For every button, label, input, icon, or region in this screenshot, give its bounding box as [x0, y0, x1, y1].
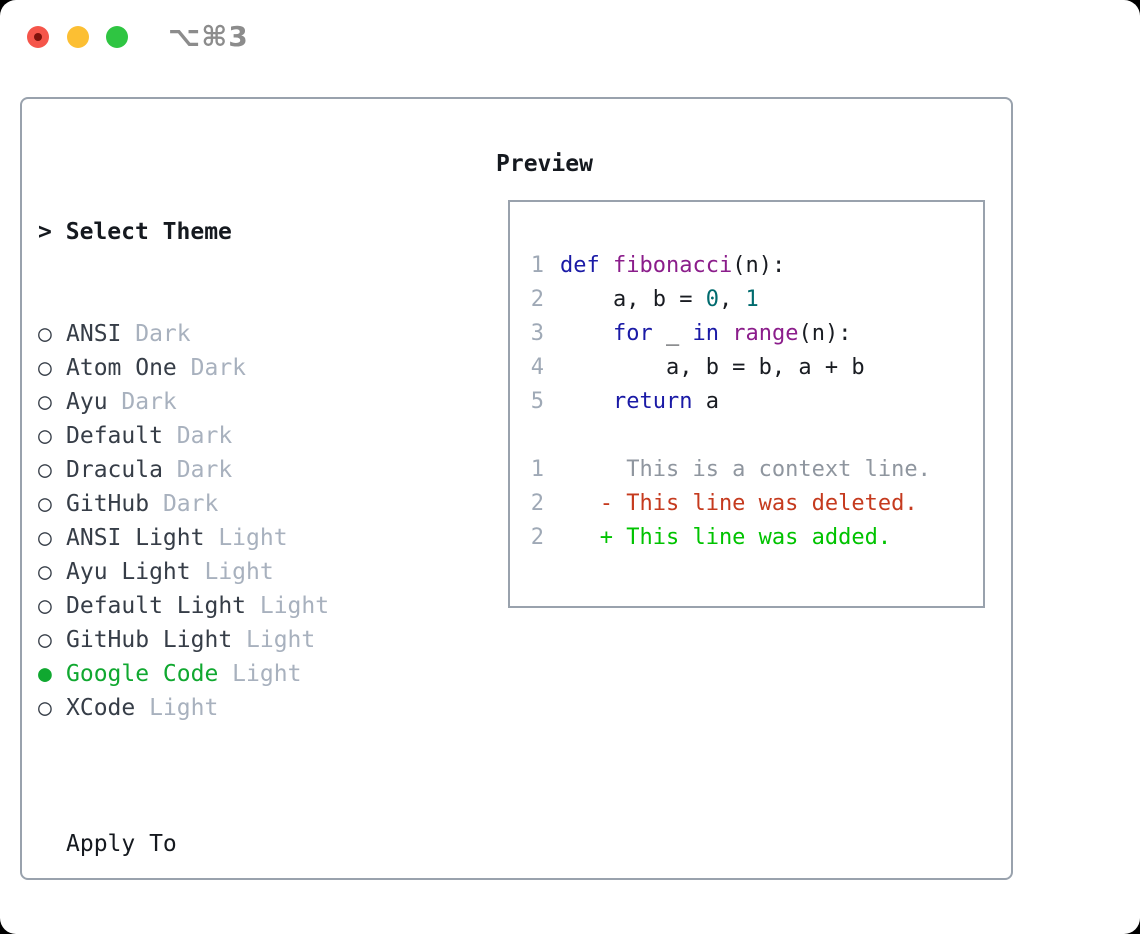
item-label: Ayu Light	[66, 559, 191, 585]
radio-selected-icon: ●	[38, 929, 66, 934]
radio-icon: ○	[38, 593, 52, 619]
line-number: 2	[530, 525, 544, 550]
item-label: Default Light	[66, 593, 247, 619]
item-variant-label: Dark	[107, 389, 177, 415]
item-label: Atom One	[66, 355, 177, 381]
line-number: 4	[530, 355, 544, 380]
cursor-prefix: >	[38, 219, 52, 245]
theme-item-xcode[interactable]: ○ XCode Light	[38, 691, 458, 725]
theme-item-dracula[interactable]: ○ Dracula Dark	[38, 453, 458, 487]
preview-line: 3 for _ in range(n):	[530, 317, 983, 351]
item-variant-label: Dark	[176, 355, 247, 381]
item-variant-label: Dark	[121, 321, 191, 347]
theme-list: ○ ANSI Dark ○ Atom One Dark ○ Ayu Dark ○ Defaul…	[38, 317, 458, 725]
select-theme-header: > Select Theme	[38, 215, 458, 249]
theme-item-github-light[interactable]: ○ GitHub Light Light	[38, 623, 458, 657]
close-button[interactable]	[27, 26, 49, 48]
select-theme-title: Select Theme	[65, 219, 232, 245]
line-number: 2	[530, 287, 544, 312]
record-dot-icon	[34, 33, 42, 41]
titlebar: ⌥⌘3	[0, 0, 1140, 74]
radio-icon: ○	[38, 389, 52, 415]
theme-item-default[interactable]: ○ Default Dark	[38, 419, 458, 453]
theme-item-default-light[interactable]: ○ Default Light Light	[38, 589, 458, 623]
item-label: ANSI	[66, 321, 122, 347]
line-number: 5	[530, 389, 544, 414]
line-number: 3	[530, 321, 544, 346]
preview-line: 1 This is a context line.	[530, 453, 983, 487]
item-variant-label: Dark	[162, 423, 233, 449]
radio-icon: ○	[38, 695, 52, 721]
theme-item-atom-one[interactable]: ○ Atom One Dark	[38, 351, 458, 385]
theme-item-ayu[interactable]: ○ Ayu Dark	[38, 385, 458, 419]
minimize-button[interactable]	[67, 26, 89, 48]
radio-icon: ○	[38, 559, 52, 585]
radio-icon: ○	[38, 627, 52, 653]
item-variant-label: Light	[204, 525, 288, 551]
preview-line: 2 a, b = 0, 1	[530, 283, 983, 317]
zoom-button[interactable]	[106, 26, 128, 48]
left-column: > Select Theme ○ANSI Dark○Atom One Dark○…	[38, 147, 458, 934]
theme-item-ansi-light[interactable]: ○ ANSI Light Light	[38, 521, 458, 555]
radio-icon: ○	[38, 457, 52, 483]
code-content: + This line was added.	[560, 525, 892, 550]
item-variant-label: Light	[135, 695, 219, 721]
radio-icon: ○	[38, 525, 52, 551]
preview-line: 2 + This line was added.	[530, 521, 983, 555]
item-variant-label: Light	[218, 661, 302, 687]
code-content: def fibonacci(n):	[560, 253, 786, 278]
code-content: for _ in range(n):	[612, 321, 852, 346]
code-content: a, b = 0, 1	[560, 287, 759, 312]
code-content: This is a context line.	[560, 457, 931, 482]
preview-line: 5 return a	[530, 385, 983, 419]
item-variant-label: Light	[190, 559, 274, 585]
line-number: 2	[530, 491, 544, 516]
radio-icon: ○	[38, 491, 52, 517]
item-label: XCode	[66, 695, 136, 721]
item-label: Default	[66, 423, 163, 449]
item-label: GitHub	[66, 491, 150, 517]
code-content: return a	[612, 389, 719, 414]
theme-item-google-code[interactable]: ● Google Code Light	[38, 657, 458, 691]
line-number: 1	[530, 457, 544, 482]
theme-item-ayu-light[interactable]: ○ Ayu Light Light	[38, 555, 458, 589]
item-variant-label: Dark	[149, 491, 219, 517]
preview-line: 1 def fibonacci(n):	[530, 249, 983, 283]
item-label: Google Code	[66, 661, 219, 687]
theme-item-ansi[interactable]: ○ ANSI Dark	[38, 317, 458, 351]
apply-option-user-settings[interactable]: ●User Settings	[38, 929, 458, 934]
item-label: Ayu	[66, 389, 108, 415]
item-label: Dracula	[66, 457, 163, 483]
radio-icon: ○	[38, 355, 52, 381]
radio-icon: ○	[38, 423, 52, 449]
item-label: ANSI Light	[66, 525, 205, 551]
theme-item-github[interactable]: ○ GitHub Dark	[38, 487, 458, 521]
item-variant-label: Light	[232, 627, 316, 653]
item-variant-label: Light	[246, 593, 330, 619]
radio-selected-icon: ●	[38, 661, 52, 687]
code-content: - This line was deleted.	[560, 491, 918, 516]
apply-to-header: Apply To	[66, 831, 177, 857]
apply-to-list: ●User Settings○Workspace Settings	[38, 929, 458, 934]
item-variant-label: Dark	[162, 457, 233, 483]
preview-line: 4 a, b = b, a + b	[530, 351, 983, 385]
window-title: ⌥⌘3	[168, 20, 249, 53]
radio-icon: ○	[38, 321, 52, 347]
preview-line	[530, 419, 983, 453]
line-number: 1	[530, 253, 544, 278]
preview-line: 2 - This line was deleted.	[530, 487, 983, 521]
item-label: GitHub Light	[66, 627, 233, 653]
preview-header: Preview	[496, 151, 593, 177]
code-content: a, b = b, a + b	[560, 355, 865, 380]
